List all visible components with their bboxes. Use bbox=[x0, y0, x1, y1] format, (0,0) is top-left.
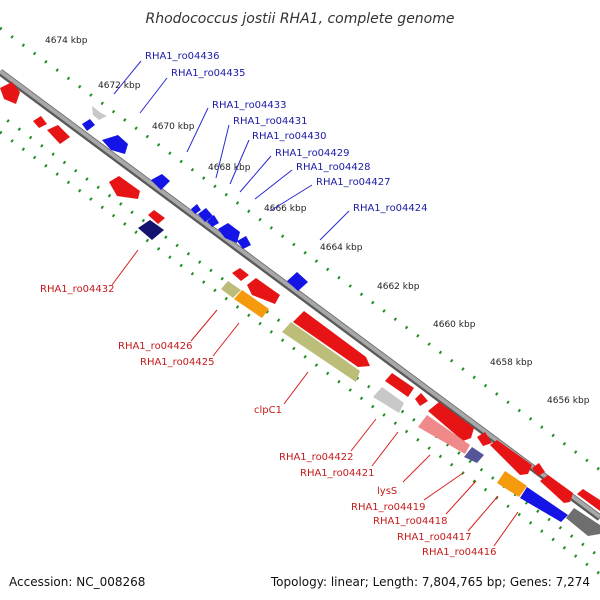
gene-label[interactable]: RHA1_ro04421 bbox=[300, 468, 375, 479]
gene-label[interactable]: RHA1_ro04424 bbox=[353, 203, 428, 214]
kbp-label: 4666 kbp bbox=[264, 204, 307, 214]
top-gene-labels: RHA1_ro04436 RHA1_ro04435 RHA1_ro04433 R… bbox=[113, 51, 428, 241]
gene-label[interactable]: RHA1_ro04427 bbox=[316, 177, 391, 188]
gene-feature[interactable] bbox=[148, 210, 165, 224]
gene-label[interactable]: RHA1_ro04428 bbox=[296, 162, 371, 173]
label-leader bbox=[190, 309, 218, 342]
gene-feature[interactable] bbox=[191, 204, 201, 214]
gene-label[interactable]: RHA1_ro04436 bbox=[145, 51, 220, 62]
kbp-label: 4670 kbp bbox=[152, 122, 195, 132]
gene-label[interactable]: RHA1_ro04417 bbox=[397, 532, 472, 543]
label-leader bbox=[269, 184, 313, 212]
gene-label[interactable]: RHA1_ro04416 bbox=[422, 547, 497, 558]
topology-text: Topology: linear; Length: 7,804,765 bp; … bbox=[270, 575, 590, 589]
label-leader bbox=[283, 371, 309, 405]
label-leader bbox=[402, 454, 431, 483]
gene-feature[interactable] bbox=[92, 106, 107, 120]
gene-feature[interactable] bbox=[373, 387, 404, 413]
label-leader bbox=[371, 431, 399, 467]
gene-feature[interactable] bbox=[234, 290, 269, 318]
gene-label[interactable]: RHA1_ro04425 bbox=[140, 357, 215, 368]
gene-feature[interactable] bbox=[532, 463, 545, 476]
bottom-gene-labels: RHA1_ro04432 RHA1_ro04426 RHA1_ro04425 c… bbox=[40, 249, 519, 558]
gene-feature[interactable] bbox=[566, 508, 600, 536]
gene-label[interactable]: RHA1_ro04430 bbox=[252, 131, 327, 142]
gene-feature[interactable] bbox=[497, 471, 527, 497]
gene-feature[interactable] bbox=[33, 116, 47, 128]
label-leader bbox=[111, 249, 139, 286]
gene-feature[interactable] bbox=[577, 489, 600, 511]
gene-label[interactable]: RHA1_ro04432 bbox=[40, 284, 115, 295]
gene-feature[interactable] bbox=[293, 311, 370, 367]
accession-text: Accession: NC_008268 bbox=[9, 575, 145, 589]
kbp-label: 4656 kbp bbox=[547, 396, 590, 406]
label-leader bbox=[212, 322, 240, 357]
lower-ruler-line bbox=[0, 130, 600, 576]
gene-feature[interactable] bbox=[247, 278, 280, 304]
gene-feature[interactable] bbox=[218, 223, 240, 243]
label-leader bbox=[139, 77, 168, 114]
gene-label[interactable]: RHA1_ro04422 bbox=[279, 452, 354, 463]
gene-feature[interactable] bbox=[198, 208, 213, 222]
label-leader bbox=[493, 511, 519, 547]
gene-feature[interactable] bbox=[282, 322, 360, 382]
kbp-label: 4660 kbp bbox=[433, 320, 476, 330]
map-title: Rhodococcus jostii RHA1, complete genome bbox=[145, 11, 454, 27]
label-leader bbox=[186, 107, 209, 153]
gene-feature[interactable] bbox=[232, 268, 249, 281]
gene-label[interactable]: RHA1_ro04419 bbox=[351, 502, 426, 513]
upper-ruler-line bbox=[0, 26, 600, 472]
gene-feature[interactable] bbox=[102, 135, 128, 154]
gene-feature[interactable] bbox=[540, 475, 573, 503]
gene-label[interactable]: RHA1_ro04433 bbox=[212, 100, 287, 111]
label-leader bbox=[423, 472, 464, 501]
kbp-label: 4662 kbp bbox=[377, 282, 420, 292]
gene-label[interactable]: lysS bbox=[377, 486, 397, 497]
gene-label[interactable]: RHA1_ro04426 bbox=[118, 341, 193, 352]
gene-feature[interactable] bbox=[287, 272, 308, 291]
label-leader bbox=[113, 60, 142, 95]
kbp-label: 4674 kbp bbox=[45, 36, 88, 46]
label-leader bbox=[239, 155, 272, 193]
gene-feature[interactable] bbox=[109, 176, 140, 199]
gene-label[interactable]: RHA1_ro04429 bbox=[275, 148, 350, 159]
forward-strand-genes bbox=[0, 82, 600, 511]
gene-label[interactable]: clpC1 bbox=[254, 405, 282, 416]
label-leader bbox=[229, 139, 250, 185]
gene-feature[interactable] bbox=[477, 432, 492, 446]
gene-feature[interactable] bbox=[428, 402, 474, 441]
label-leader bbox=[319, 210, 350, 241]
gene-feature[interactable] bbox=[464, 447, 484, 463]
kbp-label: 4658 kbp bbox=[490, 358, 533, 368]
gene-feature[interactable] bbox=[221, 281, 241, 298]
gene-feature[interactable] bbox=[0, 82, 20, 104]
gene-feature[interactable] bbox=[385, 373, 414, 397]
gene-label[interactable]: RHA1_ro04435 bbox=[171, 68, 246, 79]
gene-feature[interactable] bbox=[151, 174, 170, 190]
label-leader bbox=[467, 495, 499, 532]
gene-feature[interactable] bbox=[82, 119, 95, 131]
gene-feature[interactable] bbox=[490, 440, 532, 475]
kbp-label: 4668 kbp bbox=[208, 163, 251, 173]
gene-feature[interactable] bbox=[418, 415, 470, 454]
label-leader bbox=[254, 169, 293, 200]
gene-feature[interactable] bbox=[138, 220, 164, 240]
gene-feature[interactable] bbox=[237, 236, 251, 249]
gene-label[interactable]: RHA1_ro04431 bbox=[233, 116, 308, 127]
kbp-label: 4672 kbp bbox=[98, 81, 141, 91]
scale-labels: 4674 kbp 4672 kbp 4670 kbp 4668 kbp 4666… bbox=[45, 36, 590, 406]
label-leader bbox=[445, 480, 477, 515]
gene-label[interactable]: RHA1_ro04418 bbox=[373, 516, 448, 527]
label-leader bbox=[215, 124, 230, 179]
gene-feature[interactable] bbox=[47, 125, 70, 144]
gene-feature[interactable] bbox=[207, 215, 219, 227]
kbp-label: 4664 kbp bbox=[320, 243, 363, 253]
gene-feature[interactable] bbox=[520, 487, 568, 522]
reverse-strand-genes bbox=[138, 210, 600, 536]
ruler-tracks bbox=[0, 26, 600, 576]
gene-feature[interactable] bbox=[415, 393, 428, 406]
label-leader bbox=[350, 418, 377, 452]
